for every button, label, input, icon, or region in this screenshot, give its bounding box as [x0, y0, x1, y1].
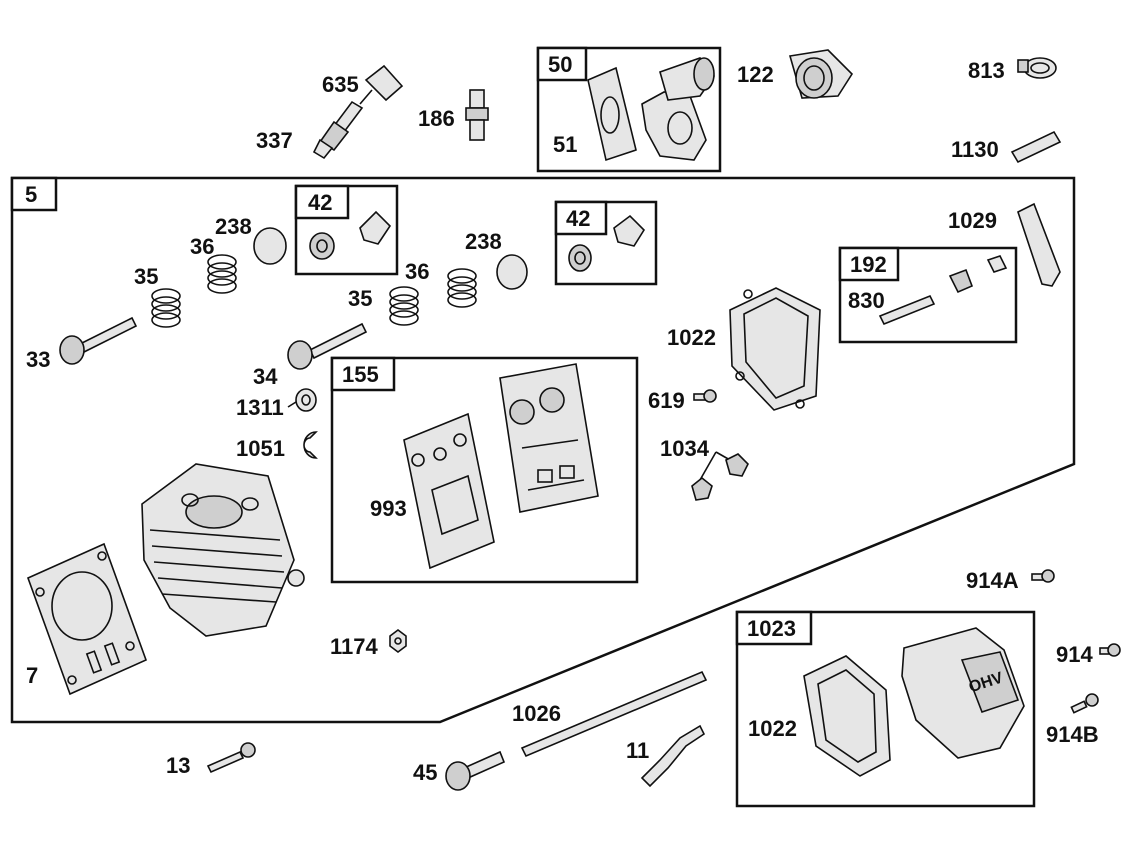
- valve-seal-kit-b-tab: [554, 200, 608, 236]
- label-36-a: 36: [190, 234, 214, 259]
- gasket-set-tab: [330, 356, 396, 392]
- label-813: 813: [968, 58, 1005, 83]
- spark-plug-boot: [364, 64, 404, 102]
- label-1311: 1311: [236, 395, 284, 420]
- rocker-kit-label: 192: [850, 252, 887, 277]
- valve-spring-35-a: [151, 288, 181, 328]
- label-1174: 1174: [330, 634, 378, 659]
- valve-seal-kit-a-label: 42: [308, 190, 332, 215]
- head-gasket-plate: [499, 363, 599, 513]
- label-35-b: 35: [348, 286, 372, 311]
- valve-seal-kit-a-tab: [294, 184, 350, 220]
- exhaust-valve: [59, 316, 138, 365]
- label-1051: 1051: [236, 436, 285, 461]
- label-33: 33: [26, 347, 50, 372]
- rocker-kit-frame: [838, 246, 1018, 344]
- spacer-gasket: [403, 412, 495, 570]
- label-830: 830: [848, 288, 885, 313]
- rocker-arm: [1017, 202, 1061, 287]
- label-238-a: 238: [215, 214, 252, 239]
- breather-tube: [1010, 130, 1062, 164]
- retaining-ring: [303, 431, 318, 459]
- label-45: 45: [413, 760, 437, 785]
- tappet: [445, 750, 506, 791]
- label-36-b: 36: [405, 259, 429, 284]
- label-122: 122: [737, 62, 774, 87]
- gasket-set-frame: [330, 356, 639, 584]
- screw-619: [693, 389, 717, 403]
- nut: [389, 629, 407, 653]
- lock-nut-b: [725, 453, 749, 477]
- hose-clamp: [1017, 57, 1057, 79]
- label-1022-a: 1022: [667, 325, 716, 350]
- label-35-a: 35: [134, 264, 158, 289]
- rocker-cover: OHV: [901, 627, 1025, 759]
- rocker-cover-gasket-a: [729, 287, 821, 411]
- valve-cap-b: [496, 254, 528, 290]
- intake-elbow: [641, 91, 707, 161]
- rocker-stud: [878, 255, 1008, 326]
- cover-kit-tab: [735, 610, 813, 646]
- intake-gasket: [587, 66, 637, 162]
- label-1029: 1029: [948, 208, 997, 233]
- breather-tube-11: [640, 724, 706, 788]
- main-kit-label: 5: [25, 182, 37, 207]
- lock-nut-a: [691, 476, 713, 501]
- rocker-kit-tab: [838, 246, 900, 282]
- label-337: 337: [256, 128, 293, 153]
- screw-914: [1099, 643, 1121, 657]
- label-7: 7: [26, 663, 38, 688]
- intake-kit-tab: [536, 46, 588, 82]
- valve-spring-36-a: [207, 254, 237, 294]
- label-914: 914: [1056, 642, 1093, 667]
- label-13: 13: [166, 753, 190, 778]
- valve-seal-a: [309, 232, 335, 260]
- label-11: 11: [626, 738, 649, 763]
- valve-seal-b: [568, 244, 592, 272]
- label-51: 51: [553, 132, 577, 157]
- valve-seal-kit-b-label: 42: [566, 206, 590, 231]
- cover-kit-label: 1023: [747, 616, 796, 641]
- valve-washer: [295, 388, 317, 412]
- cylinder-head-gasket: [26, 542, 148, 696]
- intake-valve: [287, 322, 368, 370]
- label-34: 34: [253, 364, 278, 389]
- label-1026: 1026: [512, 701, 561, 726]
- label-1130: 1130: [951, 137, 999, 162]
- main-kit-frame: [10, 176, 1076, 724]
- cylinder-head: [141, 463, 305, 637]
- head-bolt: [206, 742, 256, 774]
- valve-spring-36-b: [447, 268, 477, 308]
- valve-retainer-b: [613, 214, 646, 247]
- main-kit-tab: [10, 176, 58, 212]
- rocker-cover-gasket-b: [803, 655, 891, 777]
- label-186: 186: [418, 106, 455, 131]
- intake-adapter: [788, 49, 854, 99]
- valve-retainer-a: [359, 210, 392, 245]
- gasket-set-label: 155: [342, 362, 379, 387]
- push-rod: [520, 670, 708, 758]
- breather-fitting: [465, 89, 489, 141]
- label-238-b: 238: [465, 229, 502, 254]
- valve-spring-35-b: [389, 286, 419, 326]
- label-635: 635: [322, 72, 359, 97]
- screw-914B: [1070, 693, 1099, 714]
- label-619: 619: [648, 388, 685, 413]
- intake-kit-frame: [536, 46, 722, 173]
- spark-plug: [312, 100, 364, 160]
- intake-kit-label: 50: [548, 52, 572, 77]
- label-1022-b: 1022: [748, 716, 797, 741]
- label-914A: 914A: [966, 568, 1019, 593]
- label-993: 993: [370, 496, 407, 521]
- label-914B: 914B: [1046, 722, 1099, 747]
- label-1034: 1034: [660, 436, 710, 461]
- screw-914A: [1031, 569, 1055, 583]
- cover-kit-frame: [735, 610, 1036, 808]
- valve-cap-a: [253, 227, 287, 265]
